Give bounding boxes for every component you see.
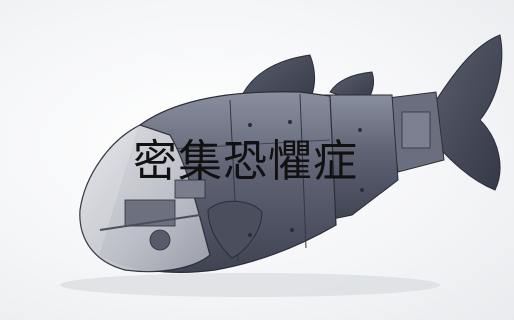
tail-fin — [429, 34, 503, 191]
nose-canopy — [79, 124, 211, 273]
screw — [248, 123, 252, 127]
internal-shaft — [99, 214, 201, 231]
panel-seam — [299, 93, 307, 249]
screw — [248, 233, 252, 237]
panel-seam — [149, 139, 331, 151]
internal-board — [174, 179, 206, 199]
internal-gear — [149, 229, 171, 251]
screw — [290, 228, 294, 232]
overlay-caption-text: 密集恐懼症 — [133, 136, 358, 187]
screw — [360, 188, 364, 192]
tail-joint-detail — [401, 111, 431, 149]
pectoral-fin — [207, 200, 263, 259]
screw — [358, 128, 362, 132]
floor-shadow — [60, 273, 440, 297]
screw — [288, 120, 292, 124]
